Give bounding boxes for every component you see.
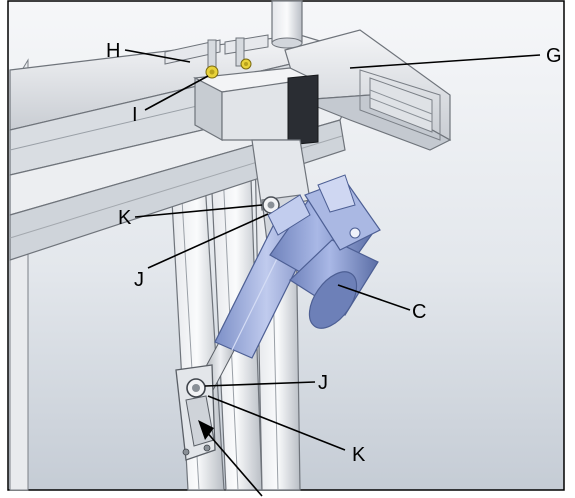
linear-actuator (195, 174, 381, 393)
callout-labels: H I G K J C J K (106, 40, 562, 466)
leader-g (349, 54, 541, 69)
label-j-upper: J (134, 269, 144, 291)
label-k-upper: K (118, 207, 132, 229)
leader-i (144, 75, 209, 111)
leader-j-upper (147, 213, 269, 269)
label-j-lower: J (318, 372, 328, 394)
label-c: C (412, 301, 426, 323)
top-pipe (271, 0, 303, 49)
yellow-bolts (205, 58, 252, 79)
label-k-lower: K (352, 444, 366, 466)
label-h: H (106, 40, 120, 62)
square-tube (192, 67, 319, 146)
leader-lines (124, 49, 541, 497)
black-end-cap (287, 74, 319, 146)
mounting-bracket-plates (164, 34, 269, 71)
label-i: I (132, 104, 138, 126)
leader-bottom (204, 429, 263, 497)
leader-k-upper (134, 204, 263, 218)
leader-h (124, 49, 191, 63)
leader-bottom-arrowhead (198, 420, 214, 440)
leader-c (337, 284, 411, 311)
label-g: G (546, 45, 562, 67)
leader-k-lower (207, 395, 346, 451)
leader-j-lower (204, 381, 316, 387)
side-rail-g (284, 29, 452, 151)
